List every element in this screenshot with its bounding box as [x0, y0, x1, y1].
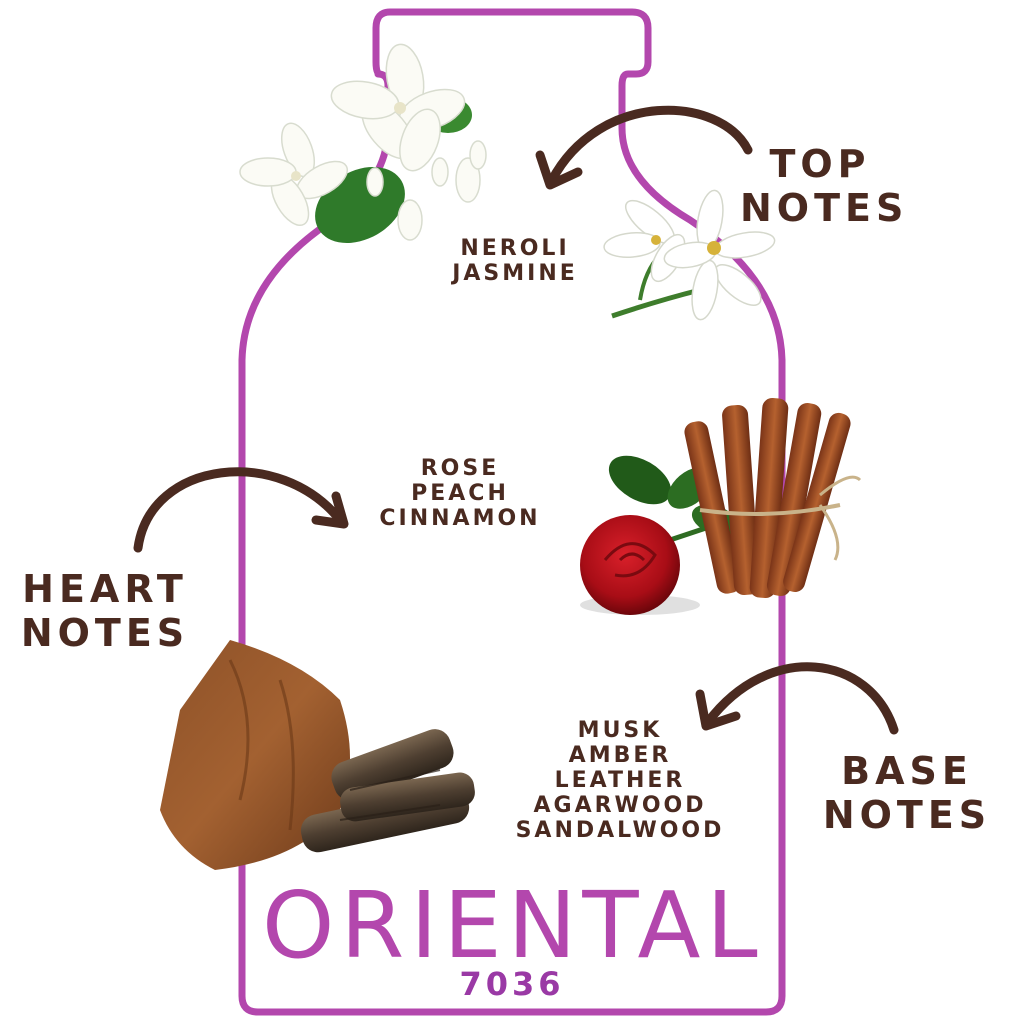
heart-notes-list: ROSE PEACH CINNAMON: [360, 456, 560, 531]
top-notes-title-line1: TOP: [769, 142, 871, 186]
list-item: ROSE: [420, 456, 500, 481]
base-notes-arrow: [703, 662, 899, 735]
list-item: JASMINE: [452, 261, 578, 286]
base-notes-list: MUSK AMBER LEATHER AGARWOOD SANDALWOOD: [490, 718, 750, 843]
top-notes-arrow: [547, 105, 753, 185]
neroli-blossom-image: [603, 189, 776, 321]
list-item: AGARWOOD: [533, 793, 707, 818]
heart-notes-title: HEART NOTES: [20, 570, 190, 652]
list-item: PEACH: [411, 481, 509, 506]
top-notes-list: NEROLI JASMINE: [430, 236, 600, 286]
top-notes-title-line2: NOTES: [740, 186, 909, 230]
cinnamon-sticks-image: [684, 398, 862, 598]
bottle-outline: [238, 8, 786, 1016]
list-item: NEROLI: [460, 236, 570, 261]
agarwood-bark-image: [300, 729, 475, 853]
product-code: 7036: [459, 965, 565, 1003]
heart-notes-arrow: [133, 467, 345, 553]
suede-leather-image: [160, 640, 350, 870]
heart-notes-title-line1: HEART: [22, 567, 188, 611]
base-notes-title-line1: BASE: [841, 749, 973, 793]
list-item: CINNAMON: [379, 506, 541, 531]
list-item: SANDALWOOD: [515, 818, 725, 843]
top-notes-title: TOP NOTES: [740, 142, 909, 230]
list-item: AMBER: [568, 743, 672, 768]
list-item: MUSK: [577, 718, 663, 743]
base-notes-title: BASE NOTES: [822, 752, 992, 834]
jasmine-flowers-image: [239, 43, 487, 243]
product-name: ORIENTAL: [262, 872, 764, 979]
list-item: LEATHER: [554, 768, 686, 793]
base-notes-title-line2: NOTES: [822, 793, 992, 837]
heart-notes-title-line2: NOTES: [20, 611, 190, 655]
